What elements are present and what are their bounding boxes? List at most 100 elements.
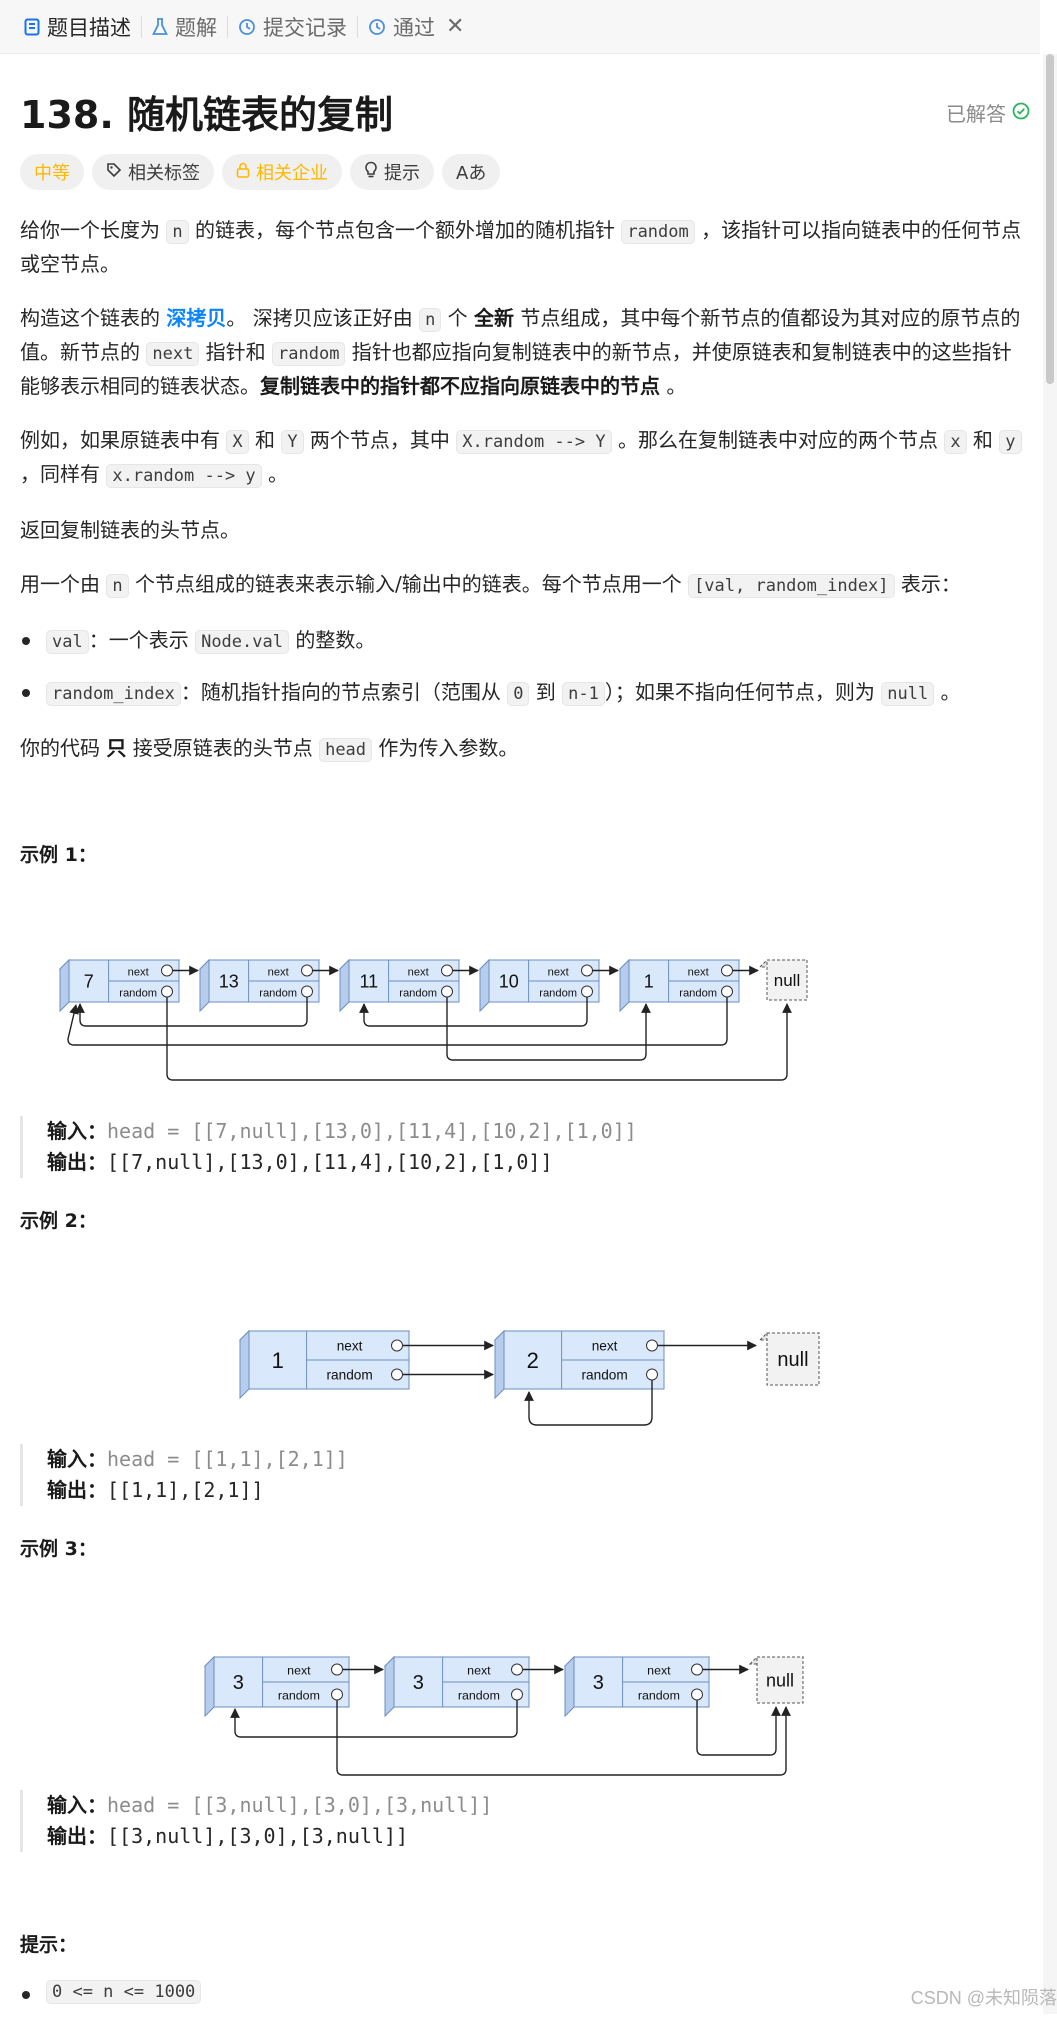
text: 接受原链表的头节点: [126, 736, 320, 760]
tab-divider: [141, 15, 142, 38]
inline-code: Y: [281, 430, 304, 454]
description-paragraph: 返回复制链表的头节点。: [20, 518, 240, 542]
random-pointer-port: [441, 985, 453, 998]
next-label: next: [337, 1339, 363, 1354]
difficulty-badge[interactable]: 中等: [20, 154, 84, 190]
tab-label: 提交记录: [263, 15, 347, 40]
random-label: random: [119, 988, 157, 1000]
text: 表示：: [894, 572, 961, 596]
text: 构造这个链表的: [20, 306, 167, 330]
text: ：随机指针指向的节点索引（范围从: [180, 680, 508, 704]
input-line: 输入：head = [[1,1],[2,1]]: [47, 1444, 1020, 1475]
inline-code: [val, random_index]: [688, 574, 895, 598]
random-pointer-port: [721, 985, 733, 998]
next-pointer-port: [161, 964, 173, 977]
solved-status: 已解答: [946, 98, 1030, 127]
node-side-face: [619, 958, 630, 1013]
next-label: next: [408, 967, 430, 979]
random-label: random: [259, 988, 297, 1000]
tab-divider: [357, 15, 358, 38]
text: 给你一个长度为: [20, 218, 167, 242]
bold-text: 复制链表中的指针都不应指向原链表中的节点: [260, 374, 660, 398]
next-pointer-port: [646, 1339, 658, 1352]
tab-solutions[interactable]: 题解: [142, 0, 227, 54]
next-label: next: [467, 1664, 491, 1678]
random-pointer-port: [391, 1368, 403, 1381]
next-label: next: [688, 967, 710, 979]
input-label: 输入：: [47, 1795, 107, 1817]
tab-submissions[interactable]: 提交记录: [228, 0, 357, 54]
text: 的整数。: [288, 628, 376, 652]
next-label: next: [128, 967, 150, 979]
hints-list: 0 <= n <= 1000: [20, 1978, 920, 2020]
output-line: 输出：[[3,null],[3,0],[3,null]]: [47, 1821, 1020, 1852]
input-line: 输入：head = [[3,null],[3,0],[3,null]]: [47, 1790, 1020, 1821]
related-tags-button[interactable]: 相关标签: [92, 154, 214, 190]
scrollbar-thumb[interactable]: [1046, 54, 1054, 384]
inline-code: n: [419, 308, 442, 332]
random-pointer-port: [691, 1688, 703, 1701]
text: 作为传入参数。: [372, 736, 519, 760]
text: 到: [529, 680, 563, 704]
pointer-arrow: [446, 997, 651, 1061]
output-label: 输出：: [47, 1480, 107, 1502]
translate-button[interactable]: Aあ: [442, 154, 501, 190]
deep-copy-link[interactable]: 深拷贝: [166, 306, 227, 330]
problem-description: 给你一个长度为 n 的链表，每个节点包含一个额外增加的随机指针 random ，…: [20, 214, 1030, 788]
tab-accepted[interactable]: 通过 ✕: [358, 0, 474, 54]
random-label: random: [278, 1689, 320, 1703]
node-value: 7: [84, 971, 94, 991]
next-label: next: [647, 1664, 671, 1678]
list-item: val：一个表示 Node.val 的整数。: [20, 624, 1030, 658]
text: 。: [934, 680, 961, 704]
node-value: 3: [413, 1672, 424, 1694]
history-icon: [238, 18, 256, 36]
node-value: 1: [644, 971, 654, 991]
output-label: 输出：: [47, 1152, 107, 1174]
output-value: [[7,null],[13,0],[11,4],[10,2],[1,0]]: [107, 1150, 553, 1174]
node-value: 3: [233, 1672, 244, 1694]
next-pointer-port: [691, 1663, 703, 1676]
random-label: random: [679, 988, 717, 1000]
pointer-arrow: [67, 997, 728, 1046]
scrollbar[interactable]: [1043, 54, 1057, 2014]
random-pointer-port: [511, 1688, 523, 1701]
pointer-arrow: [166, 997, 792, 1081]
tab-description[interactable]: 题目描述: [14, 0, 141, 54]
inline-code: n-1: [562, 682, 605, 706]
related-companies-button[interactable]: 相关企业: [222, 154, 342, 190]
inline-code: y: [999, 430, 1022, 454]
hints-button[interactable]: 提示: [350, 154, 434, 190]
node-side-face: [384, 1655, 395, 1718]
random-pointer-port: [581, 985, 593, 998]
random-pointer-port: [301, 985, 313, 998]
pointer-arrow: [359, 997, 588, 1027]
tab-label: 通过: [393, 15, 435, 40]
next-label: next: [268, 967, 290, 979]
random-label: random: [327, 1368, 373, 1383]
text: 和: [248, 428, 282, 452]
inline-code: x.random --> y: [106, 464, 262, 488]
related-companies-label: 相关企业: [256, 163, 328, 184]
node-side-face: [339, 958, 350, 1013]
description-paragraph: 构造这个链表的 深拷贝。 深拷贝应该正好由 n 个 全新 节点组成，其中每个新节…: [20, 302, 1030, 402]
node-side-face: [59, 958, 70, 1013]
output-value: [[3,null],[3,0],[3,null]]: [107, 1824, 409, 1848]
random-label: random: [638, 1689, 680, 1703]
pointer-arrow: [696, 1700, 781, 1756]
description-paragraph: 用一个由 n 个节点组成的链表来表示输入/输出中的链表。每个节点用一个 [val…: [20, 568, 1030, 602]
null-box: [756, 1656, 804, 1704]
text: 指针和: [199, 340, 273, 364]
node-side-face: [204, 1655, 215, 1718]
difficulty-label: 中等: [34, 163, 70, 184]
output-line: 输出：[[7,null],[13,0],[11,4],[10,2],[1,0]]: [47, 1147, 1020, 1178]
inline-code: 0: [507, 682, 530, 706]
close-icon[interactable]: ✕: [446, 14, 465, 39]
next-pointer-port: [301, 964, 313, 977]
text: 例如，如果原链表中有: [20, 428, 227, 452]
random-label: random: [399, 988, 437, 1000]
next-label: next: [592, 1339, 618, 1354]
text: ，同样有: [20, 462, 107, 486]
